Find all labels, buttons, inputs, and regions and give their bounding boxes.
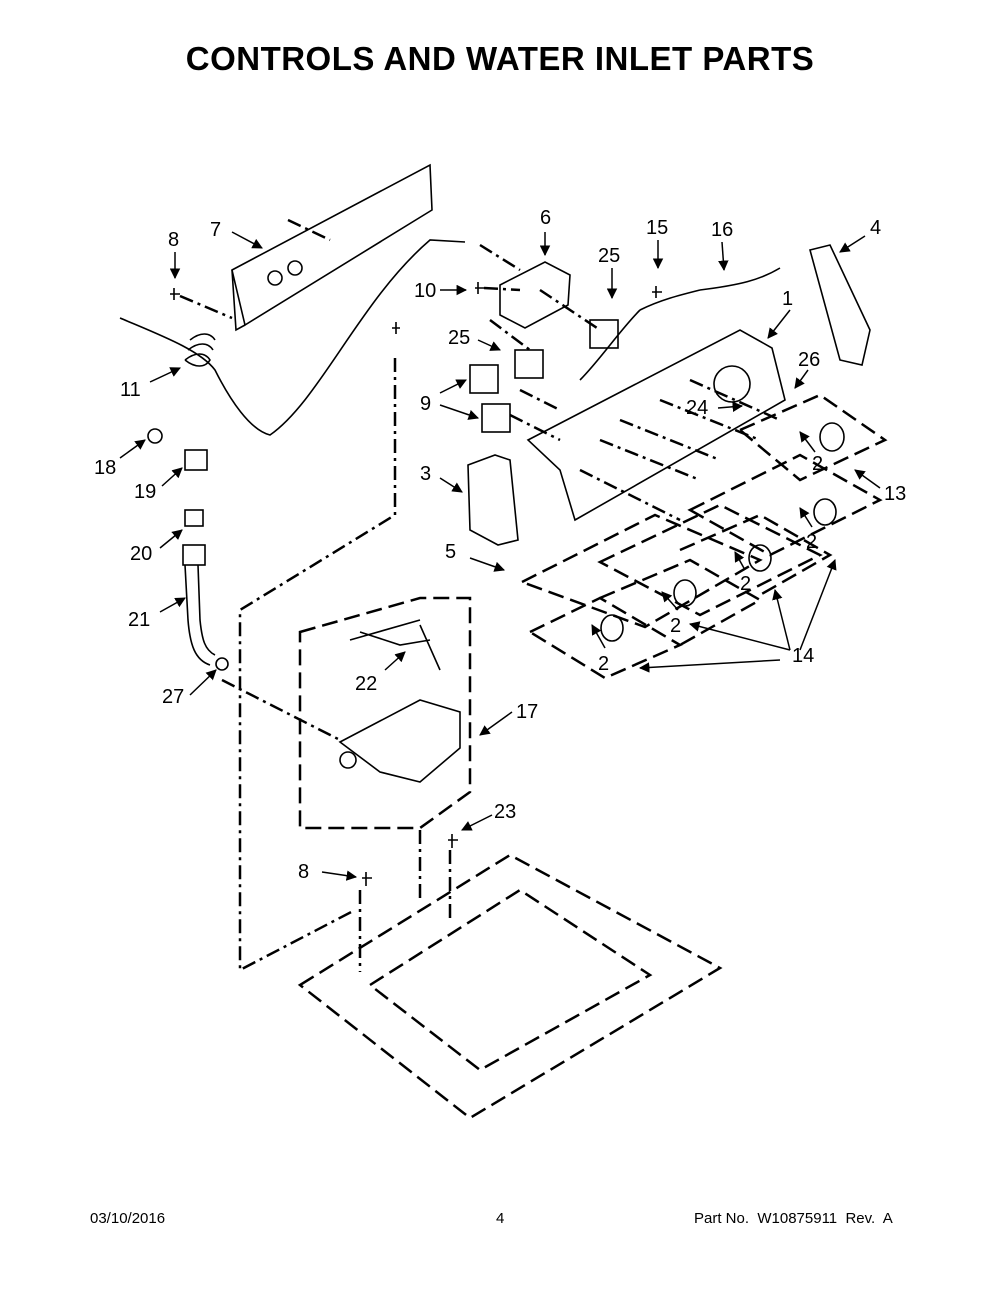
callout-10: 10 (414, 280, 436, 302)
callout-5: 5 (445, 541, 456, 563)
callout-15: 15 (646, 217, 668, 239)
callout-16: 16 (711, 219, 733, 241)
footer-part-number: Part No. W10875911 Rev. A (694, 1210, 893, 1227)
callout-7: 7 (210, 219, 221, 241)
callout-21: 21 (128, 609, 150, 631)
callout-2c: 2 (740, 573, 751, 595)
callout-8: 8 (168, 229, 179, 251)
callout-4: 4 (870, 217, 881, 239)
callout-2b: 2 (806, 531, 817, 553)
callout-11: 11 (120, 379, 141, 401)
callout-26: 26 (798, 349, 820, 371)
callout-2e: 2 (598, 653, 609, 675)
callout-3: 3 (420, 463, 431, 485)
footer-date: 03/10/2016 (90, 1210, 166, 1227)
callout-24: 24 (686, 397, 708, 419)
callout-2: 2 (812, 453, 823, 475)
callout-27: 27 (162, 686, 184, 708)
callout-25b: 25 (448, 327, 470, 349)
callout-20: 20 (130, 543, 152, 565)
callout-18: 18 (94, 457, 116, 479)
footer-page-number: 4 (496, 1210, 505, 1227)
callout-22: 22 (355, 673, 377, 695)
callout-9: 9 (420, 393, 431, 415)
callout-19: 19 (134, 481, 156, 503)
callout-8b: 8 (298, 861, 309, 883)
page-title: CONTROLS AND WATER INLET PARTS (185, 40, 815, 77)
callout-1: 1 (782, 288, 793, 310)
callout-17: 17 (516, 701, 538, 723)
callout-13: 13 (884, 483, 906, 505)
callout-25: 25 (598, 245, 620, 267)
callout-14: 14 (792, 645, 814, 667)
callout-23: 23 (494, 801, 516, 823)
callout-2d: 2 (670, 615, 681, 637)
callout-6: 6 (540, 207, 551, 229)
